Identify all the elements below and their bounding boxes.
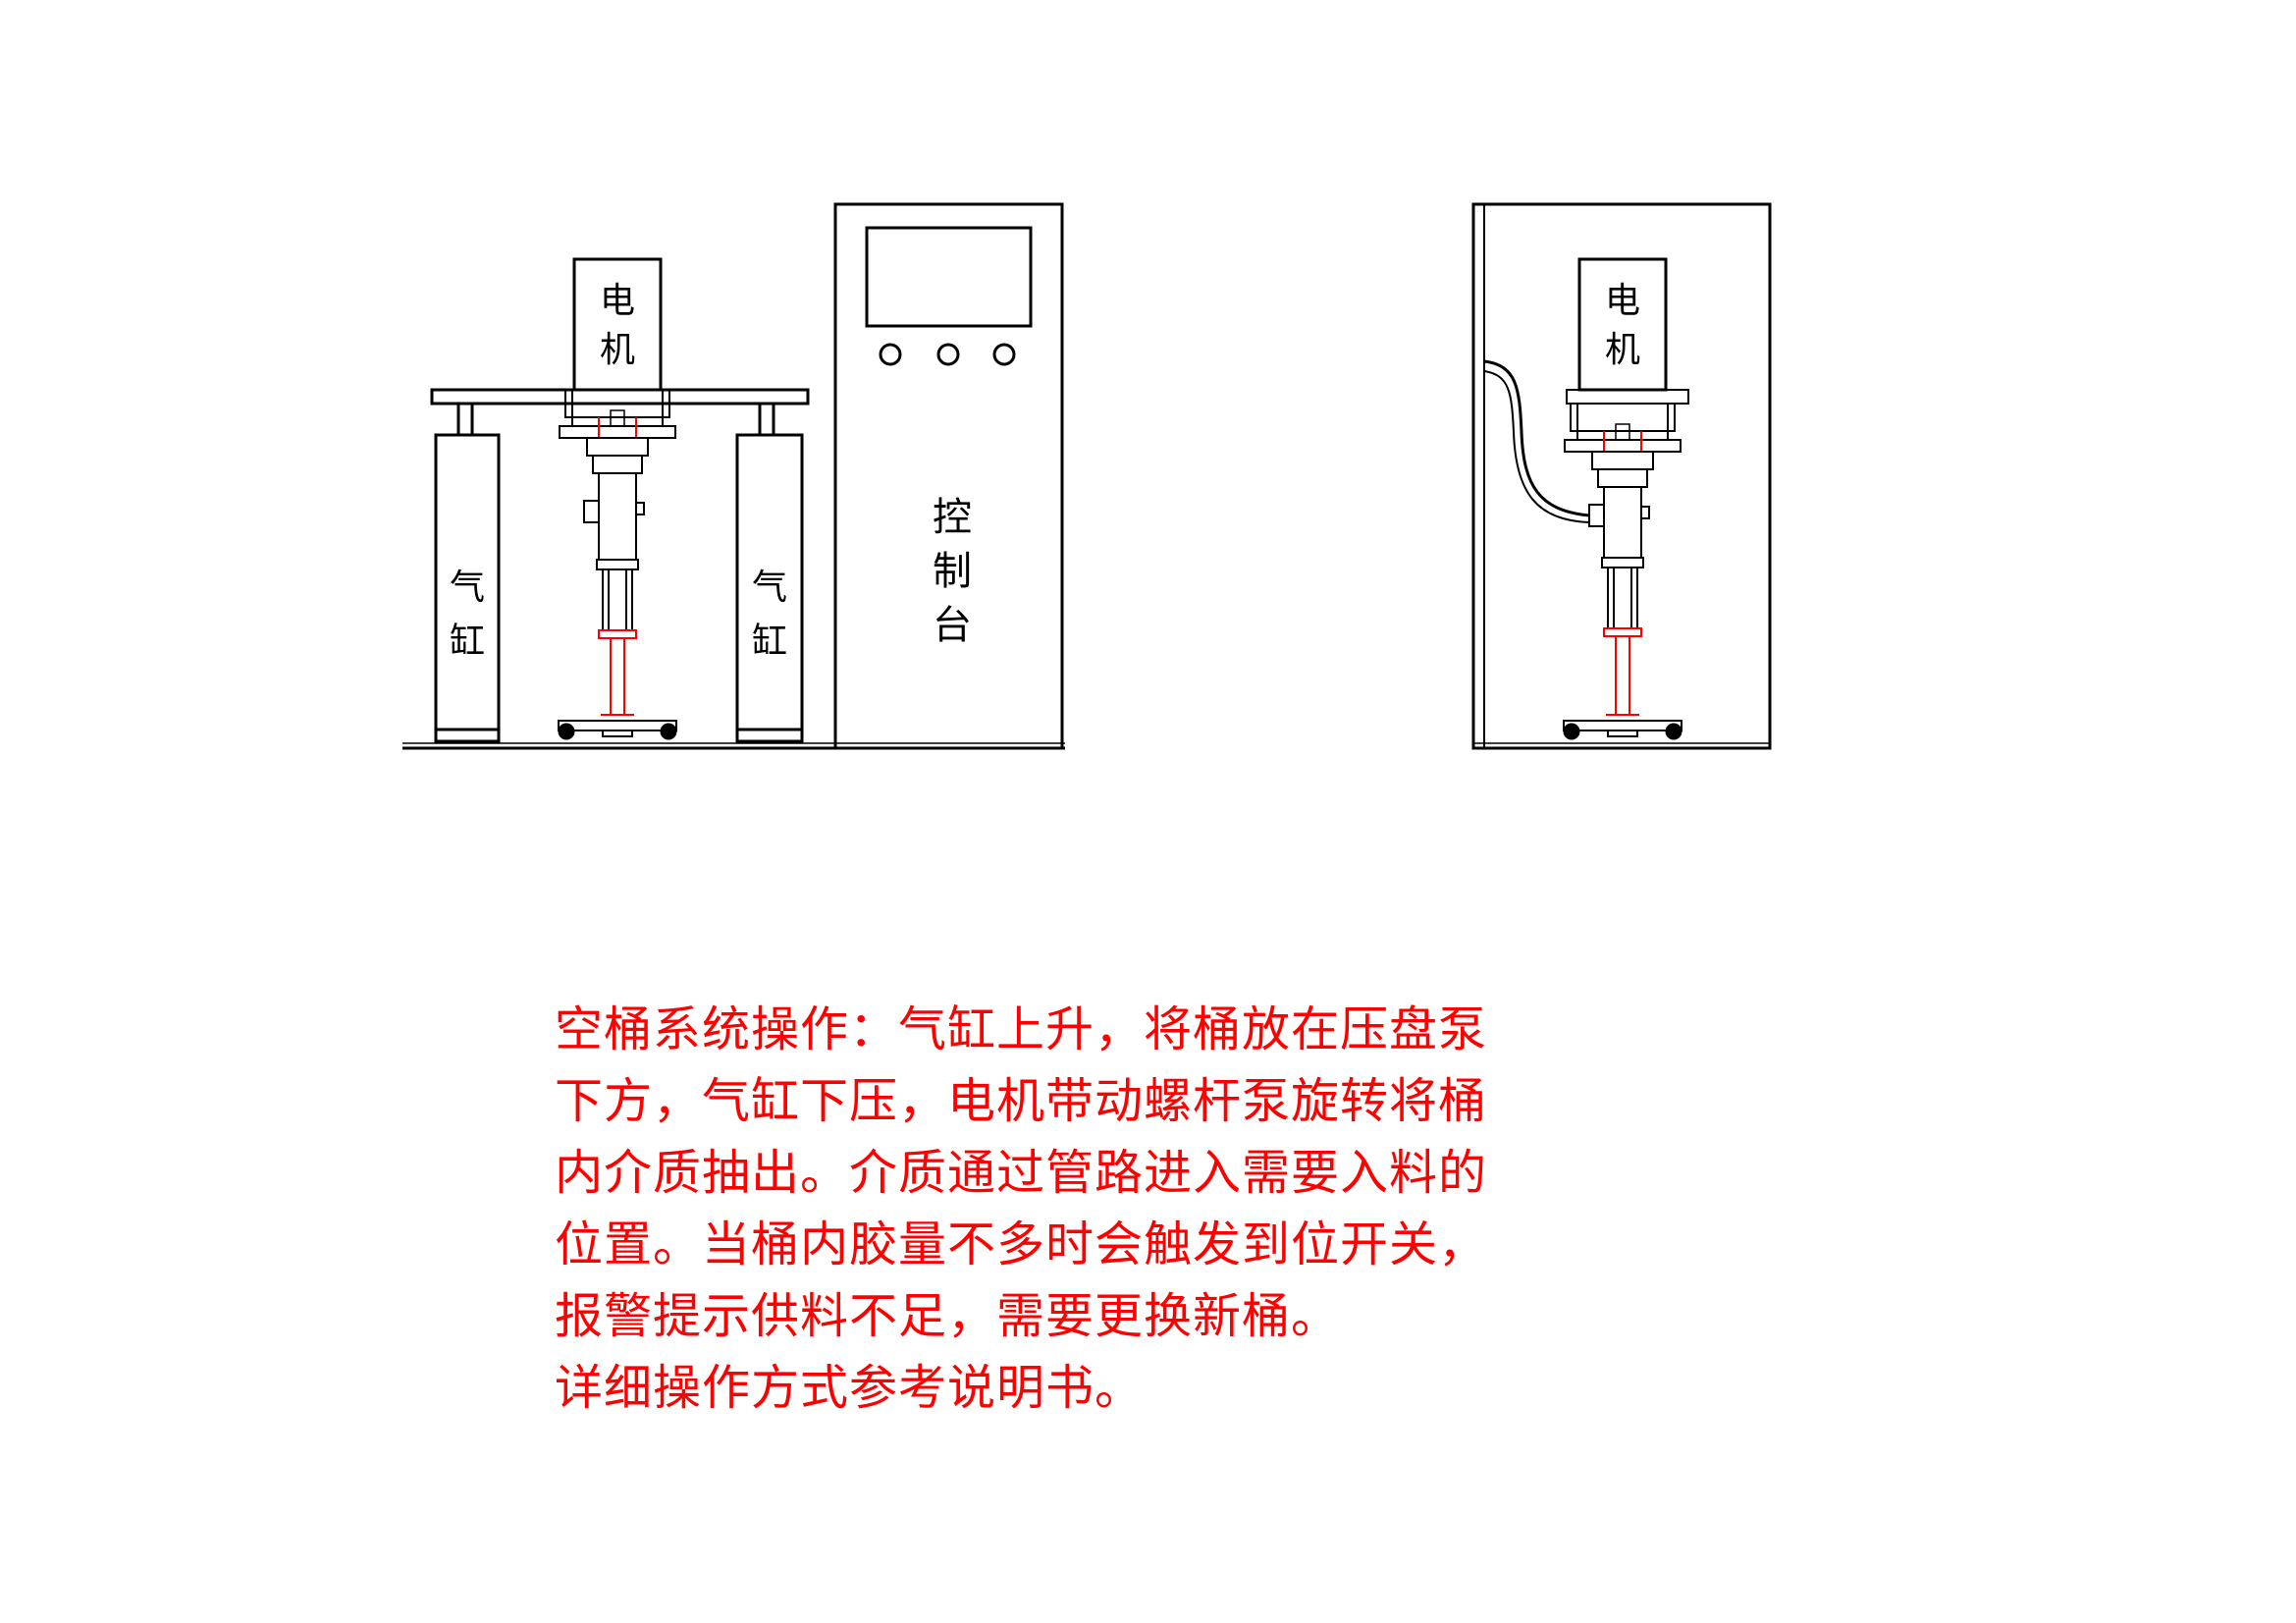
cylinder-left-label-1: 气 (450, 568, 485, 608)
cylinder-right-label-2: 缸 (752, 622, 787, 662)
cylinder-right-label-1: 气 (752, 568, 787, 608)
description-line-5: 报警提示供料不足，需要更换新桶。 (555, 1288, 1341, 1344)
pump-left (558, 389, 677, 740)
control-console: 控 制 台 (833, 202, 1064, 750)
motor-right: 电 机 (1577, 257, 1668, 392)
console-label-2: 制 (933, 549, 972, 594)
cylinder-left: 气 缸 (434, 402, 501, 743)
crossbar (430, 388, 810, 406)
console-button-2 (936, 343, 960, 366)
motor-left-label-2: 机 (600, 330, 635, 370)
motor-left: 电 机 (572, 257, 663, 392)
description-line-1: 空桶系统操作：气缸上升，将桶放在压盘泵 (555, 1001, 1488, 1057)
motor-left-label-1: 电 (600, 281, 635, 321)
description-line-3: 内介质抽出。介质通过管路进入需要入料的 (555, 1145, 1488, 1201)
right-unit: 电 机 (1471, 202, 1772, 750)
console-button-3 (992, 343, 1016, 366)
description-line-2: 下方，气缸下压，电机带动螺杆泵旋转将桶 (555, 1073, 1488, 1129)
cylinder-left-label-2: 缸 (450, 622, 485, 662)
pump-right (1563, 389, 1689, 740)
motor-right-label-2: 机 (1605, 330, 1640, 370)
cylinder-right: 气 缸 (735, 402, 804, 743)
console-label-3: 台 (933, 603, 972, 648)
motor-right-label-1: 电 (1605, 281, 1640, 321)
description-line-6: 详细操作方式参考说明书。 (555, 1360, 1145, 1416)
operation-description: 空桶系统操作：气缸上升，将桶放在压盘泵 下方，气缸下压，电机带动螺杆泵旋转将桶 … (555, 994, 1733, 1424)
cabinet (1471, 202, 1772, 750)
hose (1483, 359, 1590, 517)
console-screen (865, 226, 1033, 328)
description-line-4: 位置。当桶内胶量不多时会触发到位开关， (555, 1217, 1488, 1272)
console-label-1: 控 (933, 495, 972, 540)
console-button-1 (879, 343, 902, 366)
left-unit: 气 缸 气 缸 电 机 (402, 202, 1065, 750)
